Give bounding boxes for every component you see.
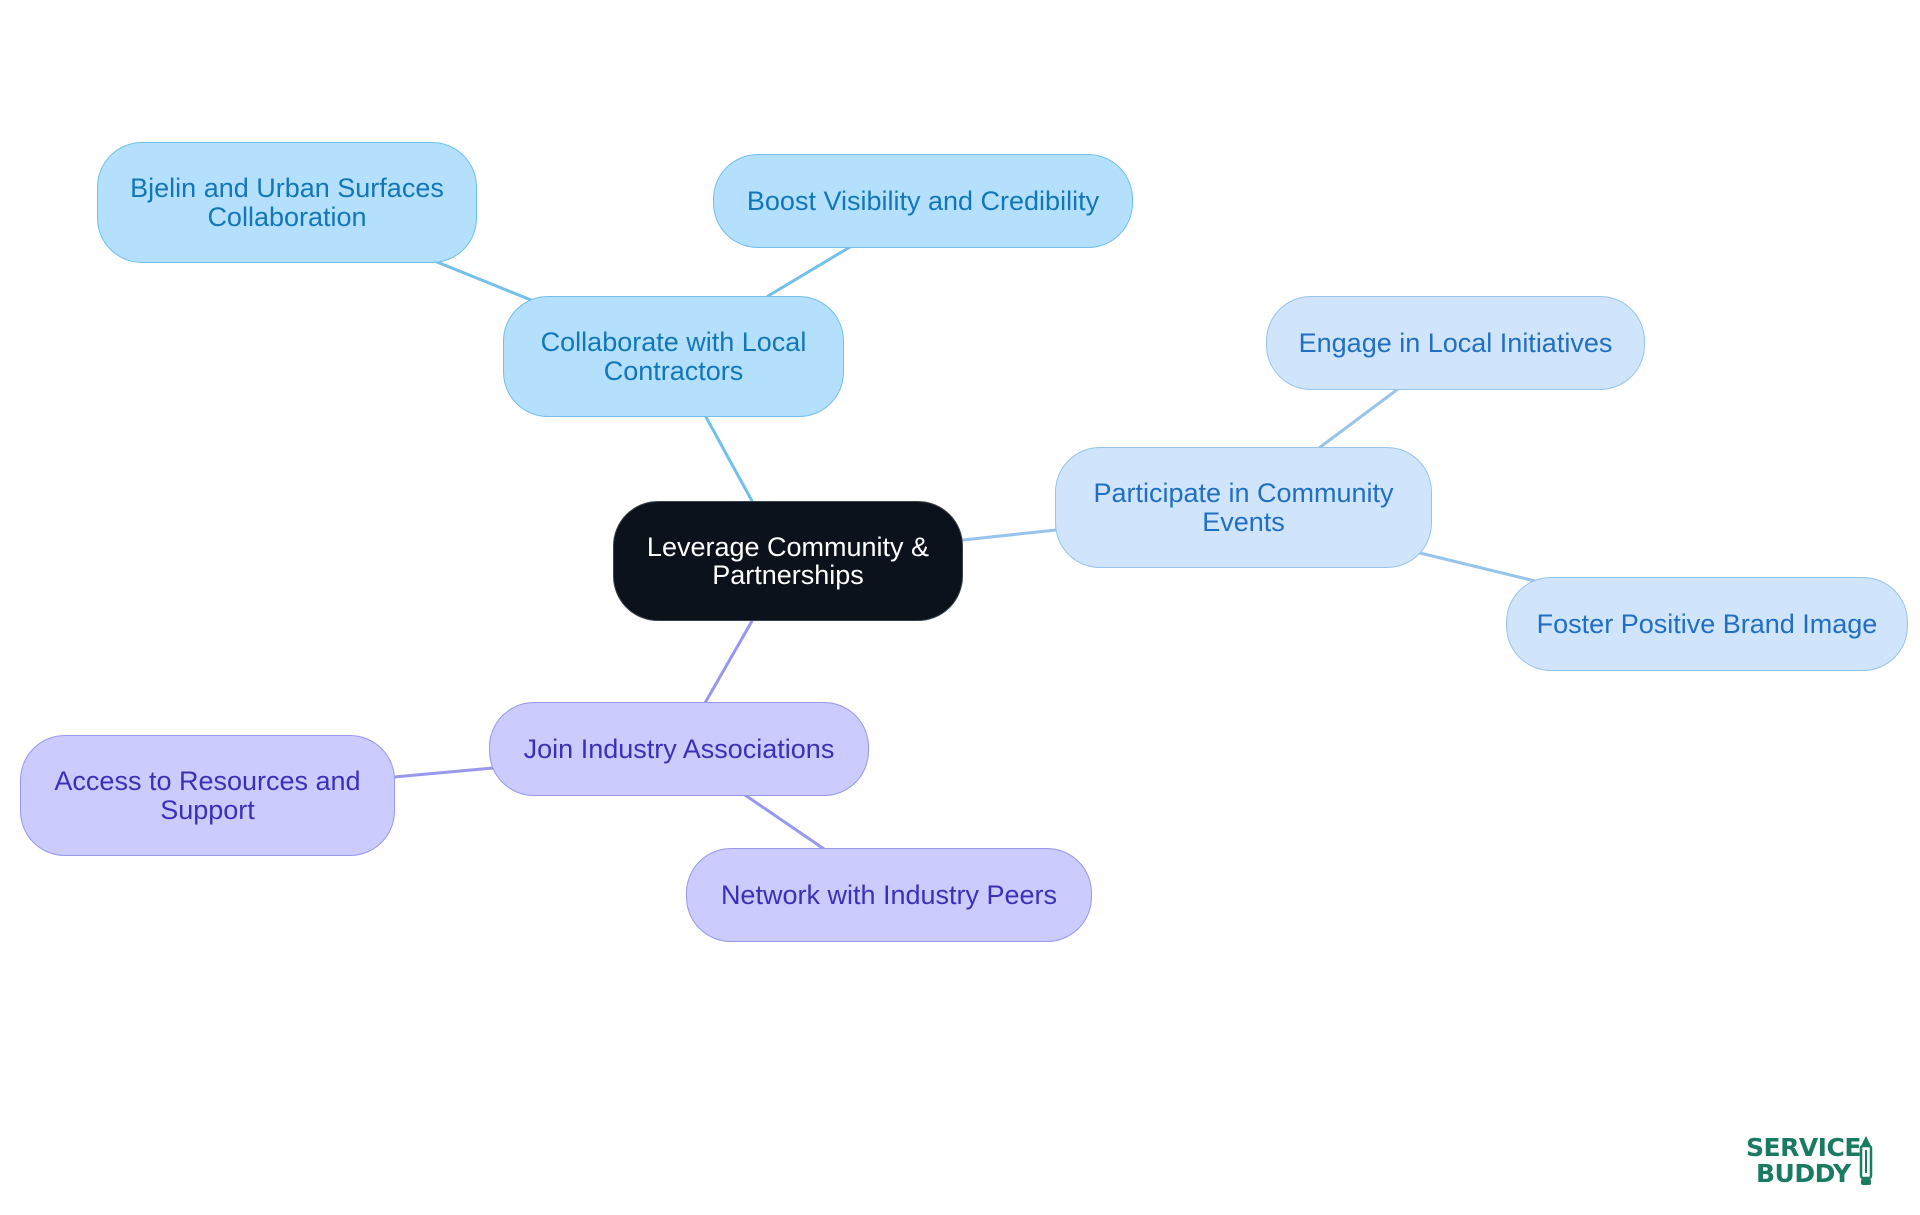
branch-node-collaborate[interactable]: Collaborate with Local Contractors — [503, 296, 844, 417]
leaf-node-boost-visibility[interactable]: Boost Visibility and Credibility — [713, 154, 1133, 248]
branch-node-industry-associations[interactable]: Join Industry Associations — [489, 702, 869, 796]
central-node-label-line-2: Partnerships — [712, 560, 864, 590]
connector-events-engage — [1317, 387, 1400, 450]
central-node[interactable]: Leverage Community & Partnerships — [613, 501, 963, 621]
branch-node-label-line-2: Contractors — [603, 355, 744, 386]
leaf-node-label-line-1: Foster Positive Brand Image — [1536, 608, 1878, 639]
connector-center-join — [703, 619, 754, 705]
leaf-node-label-line-1: Engage in Local Initiatives — [1298, 327, 1613, 358]
leaf-node-network-peers[interactable]: Network with Industry Peers — [686, 848, 1092, 942]
leaf-node-label-line-1: Network with Industry Peers — [720, 879, 1058, 910]
pencil-icon — [1859, 1136, 1873, 1185]
branch-node-community-events[interactable]: Participate in Community Events — [1055, 447, 1432, 568]
connector-center-collab — [704, 415, 754, 503]
connector-center-events — [961, 528, 1058, 542]
branch-node-label-line-1: Join Industry Associations — [523, 733, 835, 764]
leaf-node-engage-local[interactable]: Engage in Local Initiatives — [1266, 296, 1645, 390]
logo-word-service: SERVICE — [1746, 1133, 1861, 1162]
branch-node-label-line-1: Participate in Community — [1093, 478, 1394, 509]
logo-word-buddy: BUDDY — [1756, 1159, 1851, 1188]
leaf-node-access-resources[interactable]: Access to Resources and Support — [20, 735, 395, 856]
connector-collab-boost — [766, 245, 852, 298]
leaf-node-label-line-1: Boost Visibility and Credibility — [746, 185, 1100, 216]
leaf-node-label-line-1: Access to Resources and — [54, 766, 361, 797]
leaf-node-foster-brand[interactable]: Foster Positive Brand Image — [1506, 577, 1908, 671]
branch-node-label-line-2: Events — [1202, 506, 1285, 537]
branch-node-label-line-1: Collaborate with Local — [540, 327, 807, 358]
leaf-node-bjelin-collaboration[interactable]: Bjelin and Urban Surfaces Collaboration — [97, 142, 477, 263]
central-node-label-line-1: Leverage Community & — [646, 531, 930, 562]
service-buddy-logo: SERVICE BUDDY — [1746, 1133, 1896, 1189]
connector-join-access — [392, 766, 495, 779]
leaf-node-label-line-2: Support — [160, 794, 255, 825]
connector-events-foster — [1418, 551, 1537, 583]
connector-join-network — [743, 793, 826, 851]
connector-collab-bjelin — [435, 260, 533, 302]
leaf-node-label-line-2: Collaboration — [207, 201, 367, 232]
leaf-node-label-line-1: Bjelin and Urban Surfaces — [130, 173, 444, 204]
